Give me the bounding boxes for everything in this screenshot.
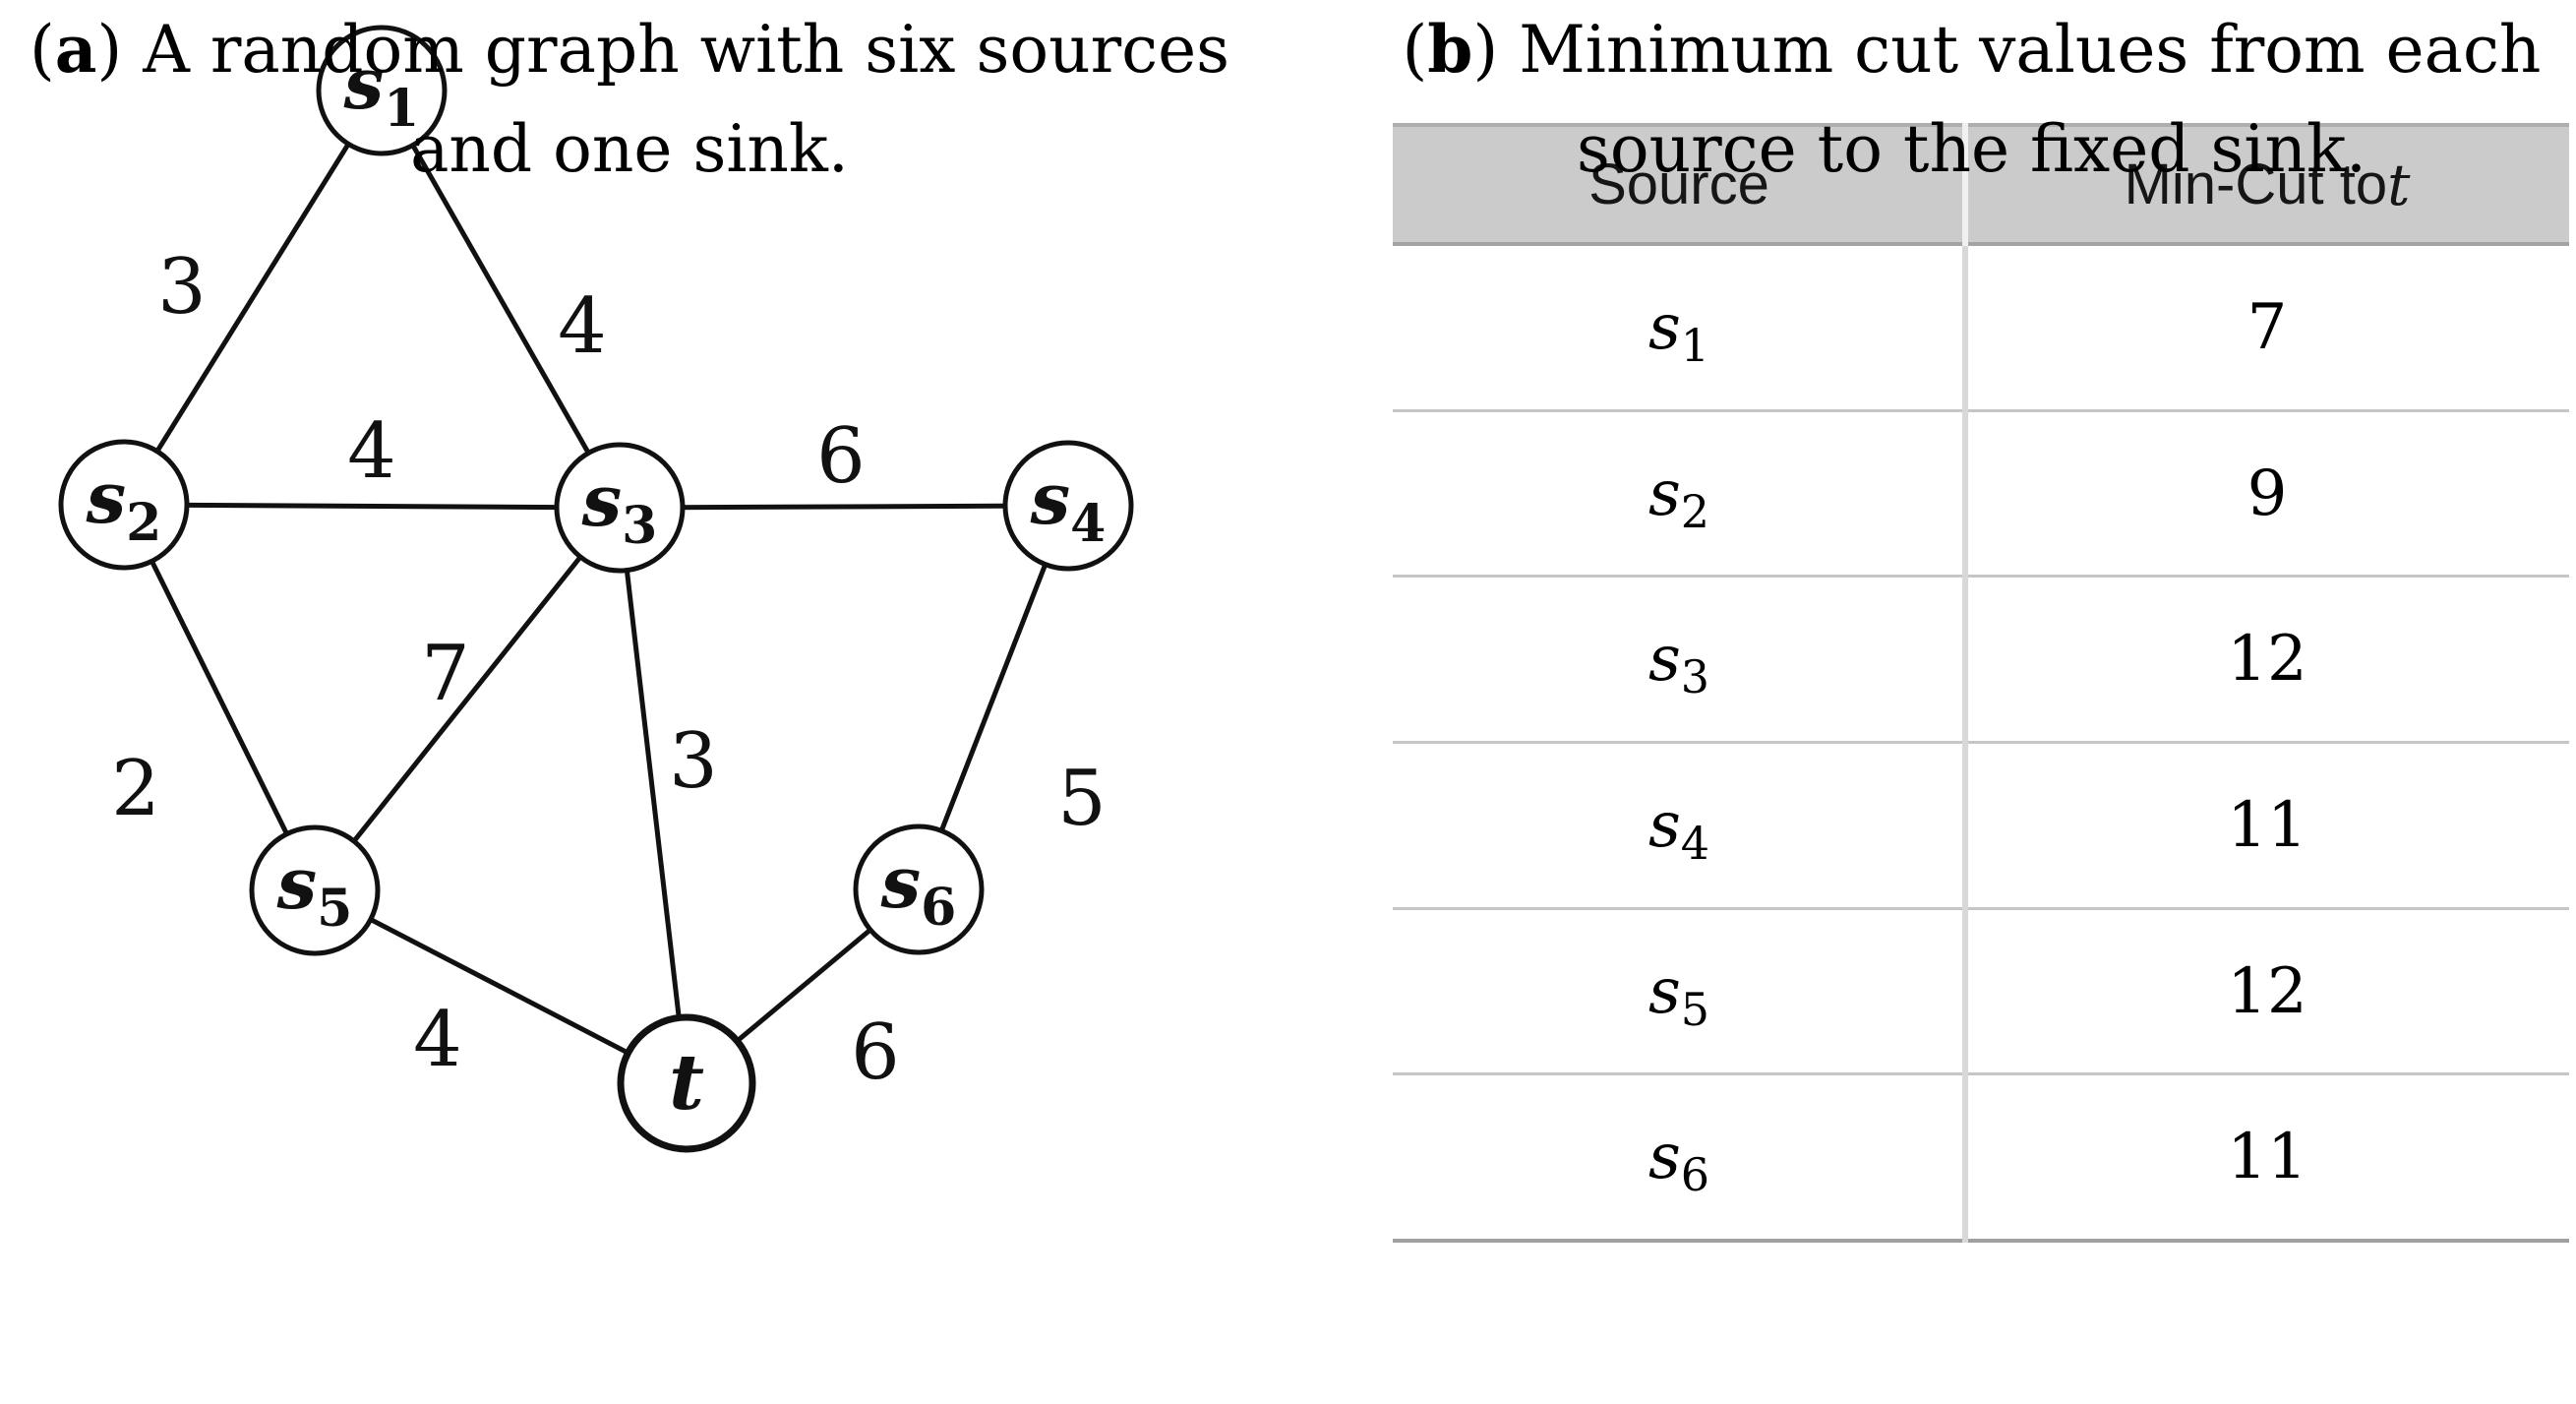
source-symbol: s [1647, 954, 1681, 1028]
mincut-value-cell: 12 [2227, 954, 2307, 1028]
graph-edge-s2-s3 [123, 502, 621, 511]
graph-edge-s2-s5 [121, 503, 318, 892]
graph-node-s1 [316, 25, 448, 156]
source-subscript: 3 [1680, 650, 1710, 704]
column-divider-body [1962, 246, 1968, 1243]
graph-node-s6 [853, 824, 985, 955]
graph-edge-s5-s3 [313, 506, 622, 892]
caption-b-tag: b [1427, 11, 1473, 88]
edge-weight-s1-s2: 3 [157, 243, 207, 332]
graph-node-t-sink [617, 1013, 756, 1153]
caption-b-line2: source to the fixed sink. [1577, 111, 2366, 187]
source-symbol: s [1647, 788, 1681, 862]
graph-edge-s5-t [313, 887, 689, 1086]
graph-node-s3 [554, 442, 686, 574]
edge-weight-s4-s6: 5 [1057, 755, 1107, 843]
source-subscript: 4 [1680, 816, 1710, 870]
edge-weight-s3-t: 3 [669, 717, 718, 806]
mincut-value-cell: 12 [2227, 623, 2307, 697]
col-header-mincut: Min-Cut to t [1965, 127, 2569, 242]
caption-a-line2: and one sink. [410, 111, 849, 187]
graph-edge-s1-s3 [379, 89, 623, 510]
graph-svg: s1 s2 s3 s4 s5 s6 t 3 4 4 6 2 7 3 5 4 6 [58, 25, 1134, 1153]
caption-a-paren-close: ) [96, 12, 123, 88]
caption-b-paren-open: ( [1402, 12, 1428, 88]
caption-a-tag: a [54, 11, 97, 88]
node-label-t: t [669, 1038, 704, 1128]
caption-b-text: Minimum cut values from each [1519, 12, 2542, 88]
edge-weight-s2-s3: 4 [347, 407, 396, 496]
source-subscript: 2 [1680, 484, 1710, 538]
edge-weight-s6-t: 6 [851, 1008, 900, 1097]
col-header-mincut-text: Min-Cut to [2124, 153, 2388, 216]
graph-edge-s1-s2 [121, 89, 385, 507]
node-label-s4: s4 [1030, 457, 1107, 554]
node-label-s3: s3 [581, 458, 658, 556]
graph-node-s5 [249, 824, 381, 956]
node-label-s1: s1 [343, 41, 420, 139]
graph-edge-s3-t [617, 507, 689, 1084]
caption-a-text: A random graph with six sources [143, 12, 1230, 88]
caption-b: (b) Minimum cut values from each source … [1367, 0, 2576, 199]
source-subscript: 1 [1680, 318, 1710, 372]
caption-a-line1: (a) A random graph with six sources [0, 0, 1259, 99]
mincut-value-cell: 11 [2227, 788, 2307, 862]
caption-a-paren-open: ( [29, 12, 55, 88]
edge-weight-s3-s4: 6 [816, 412, 866, 501]
graph-edge-s4-s6 [916, 505, 1071, 890]
source-symbol: s [1647, 290, 1681, 364]
col-header-source: Source [1588, 153, 1769, 216]
edge-weight-s5-t: 4 [413, 996, 462, 1084]
edge-weight-s2-s5: 2 [111, 745, 160, 833]
node-label-s6: s6 [880, 840, 957, 938]
edge-weight-s5-s3: 7 [421, 630, 470, 718]
graph-node-s2 [58, 439, 190, 571]
source-subscript: 5 [1680, 982, 1710, 1036]
mincut-value-cell: 7 [2247, 290, 2288, 364]
graph-node-s4 [1002, 440, 1134, 572]
caption-a: (a) A random graph with six sources and … [0, 0, 1259, 199]
source-symbol: s [1647, 1121, 1681, 1194]
col-header-mincut-var: t [2387, 151, 2411, 218]
table-header-row: Source Min-Cut to t [1393, 123, 2569, 246]
source-symbol: s [1647, 457, 1681, 530]
source-subscript: 6 [1680, 1148, 1710, 1202]
column-divider-header [1962, 123, 1968, 246]
node-label-s5: s5 [276, 841, 353, 939]
mincut-value-cell: 11 [2227, 1121, 2307, 1194]
mincut-value-cell: 9 [2247, 457, 2288, 530]
node-label-s2: s2 [86, 456, 162, 553]
edge-weight-s1-s3: 4 [558, 282, 607, 371]
graph-edge-s3-s4 [619, 503, 1069, 511]
source-symbol: s [1647, 623, 1681, 697]
caption-b-paren-close: ) [1472, 12, 1499, 88]
caption-b-line1: (b) Minimum cut values from each [1367, 0, 2576, 99]
